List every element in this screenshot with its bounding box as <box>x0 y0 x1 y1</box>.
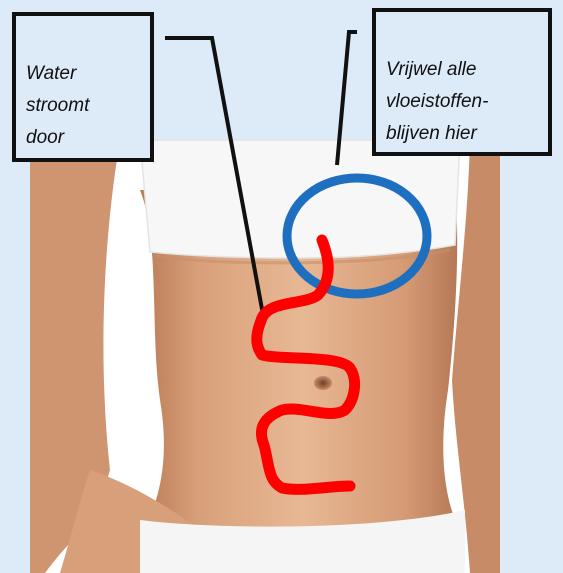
callout-right-text: Vrijwel alle vloeistoffen- blijven hier <box>386 59 488 144</box>
callout-left-text: Water stroomt door <box>26 63 89 148</box>
callout-liquids-stay-here: Vrijwel alle vloeistoffen- blijven hier <box>372 8 552 156</box>
callout-water-flows-through: Water stroomt door <box>12 12 154 162</box>
navel <box>314 376 332 390</box>
